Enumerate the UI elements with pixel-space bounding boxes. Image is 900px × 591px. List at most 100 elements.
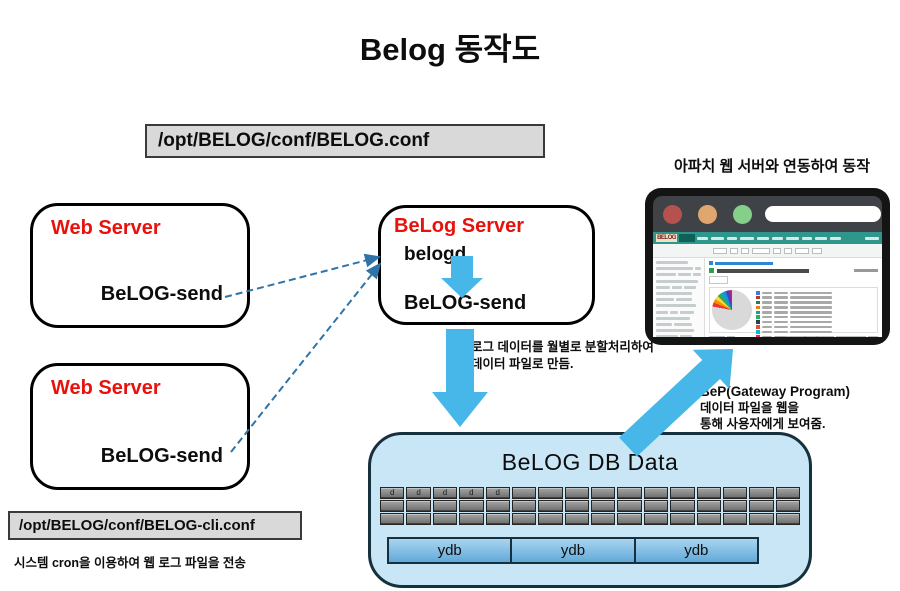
sidebar-field-row — [656, 267, 701, 271]
legend-text-bar — [789, 330, 832, 334]
report-button — [709, 276, 728, 284]
legend-row — [756, 300, 875, 305]
legend-text-bar — [761, 296, 772, 299]
toolbar-control — [730, 247, 738, 254]
url-bar — [765, 206, 881, 222]
legend-text-bar — [789, 320, 832, 324]
sidebar-field-bar — [695, 267, 701, 271]
db-cell: d — [432, 487, 458, 499]
conf-path-text: /opt/BELOG/conf/BELOG-cli.conf — [19, 517, 255, 534]
toolbar-control — [773, 247, 781, 254]
sidebar-field-bar — [656, 310, 668, 314]
sidebar-field-bar — [656, 316, 690, 320]
filter-sidebar — [653, 258, 705, 337]
db-cell — [485, 500, 510, 512]
toolbar-control — [752, 247, 770, 254]
sidebar-field-bar — [656, 285, 670, 289]
legend-row — [756, 291, 875, 295]
report-title-row — [709, 268, 878, 273]
nav-menu-item — [711, 236, 724, 240]
report-title-bar — [717, 268, 809, 273]
toolbar-control — [713, 247, 727, 254]
db-cell — [749, 487, 774, 499]
db-cell — [617, 487, 642, 499]
footer-control — [806, 336, 816, 337]
web-server-2-title: Web Server — [51, 377, 161, 399]
browser-body — [653, 258, 882, 337]
belog-logo: BELOG — [656, 234, 677, 242]
db-cell — [617, 500, 642, 512]
db-cell — [775, 513, 800, 525]
toolbar-control — [741, 247, 749, 254]
sidebar-field-row — [656, 310, 701, 314]
legend-color-chip — [756, 330, 760, 334]
nav-menu-item — [815, 236, 827, 240]
db-cell — [722, 487, 748, 499]
ydb-cell: ydb — [512, 537, 636, 564]
browser-titlebar — [653, 196, 882, 232]
db-cell — [696, 500, 721, 512]
legend-text-bar — [789, 306, 832, 309]
sidebar-field-bar — [680, 310, 694, 314]
traffic-light-green-icon — [733, 205, 752, 224]
legend-color-chip — [756, 310, 760, 315]
db-grid-row — [380, 513, 800, 525]
footer-control — [836, 336, 866, 337]
sidebar-field-bar — [670, 310, 678, 314]
db-cell: d — [485, 487, 510, 499]
toolbar-control — [784, 247, 792, 254]
legend-text-bar — [761, 311, 772, 314]
footer-control — [727, 336, 735, 337]
legend-text-bar — [761, 315, 772, 319]
footer-control — [709, 336, 725, 337]
db-cell — [696, 487, 721, 499]
browser-window-mockup: BELOG — [645, 188, 890, 345]
legend-text-bar — [789, 311, 832, 314]
legend-row — [756, 320, 875, 324]
sidebar-field-row — [656, 291, 701, 295]
web-server-1-title: Web Server — [51, 217, 161, 239]
web-server-2-box: Web Server BeLOG-send — [30, 363, 250, 490]
legend-text-bar — [773, 335, 788, 337]
db-cell — [670, 513, 695, 525]
db-cell — [511, 513, 537, 525]
belog-app-header: BELOG — [653, 232, 882, 244]
report-url-link — [709, 261, 878, 265]
report-footer-controls — [709, 336, 878, 337]
legend-text-bar — [773, 291, 788, 294]
web-server-2-process: BeLOG-send — [100, 445, 223, 467]
legend-text-bar — [761, 330, 772, 334]
nav-menu-item — [786, 236, 799, 240]
sidebar-field-row — [656, 304, 701, 308]
legend-color-chip — [756, 335, 760, 337]
sidebar-field-bar — [656, 329, 694, 333]
sidebar-field-bar — [677, 273, 692, 277]
legend-row — [756, 315, 875, 319]
sidebar-field-bar — [676, 298, 692, 302]
caption-apache: 아파치 웹 서버와 연동하여 동작 — [673, 158, 871, 175]
legend-text-bar — [789, 315, 832, 319]
legend-text-bar — [773, 306, 788, 309]
db-cell — [511, 500, 537, 512]
db-cell — [643, 513, 669, 525]
pie-chart — [712, 290, 752, 330]
belog-server-box: BeLog Server belogd BeLOG-send — [378, 205, 595, 325]
legend-color-chip — [756, 300, 760, 305]
db-cell — [564, 487, 589, 499]
sidebar-field-row — [656, 279, 701, 283]
legend-row — [756, 330, 875, 334]
legend-color-chip — [756, 325, 760, 329]
db-cell — [380, 513, 405, 525]
db-cell — [591, 487, 616, 499]
sidebar-field-row — [656, 322, 701, 326]
web-server-1-box: Web Server BeLOG-send — [30, 203, 250, 328]
nav-menu-item — [772, 236, 783, 240]
report-main-panel — [705, 258, 882, 337]
conf-path-box-belog-conf: /opt/BELOG/conf/BELOG.conf — [145, 124, 545, 158]
sidebar-field-bar — [693, 273, 702, 277]
pie-legend — [756, 290, 875, 337]
legend-text-bar — [773, 311, 788, 314]
report-date-bar — [854, 269, 878, 272]
